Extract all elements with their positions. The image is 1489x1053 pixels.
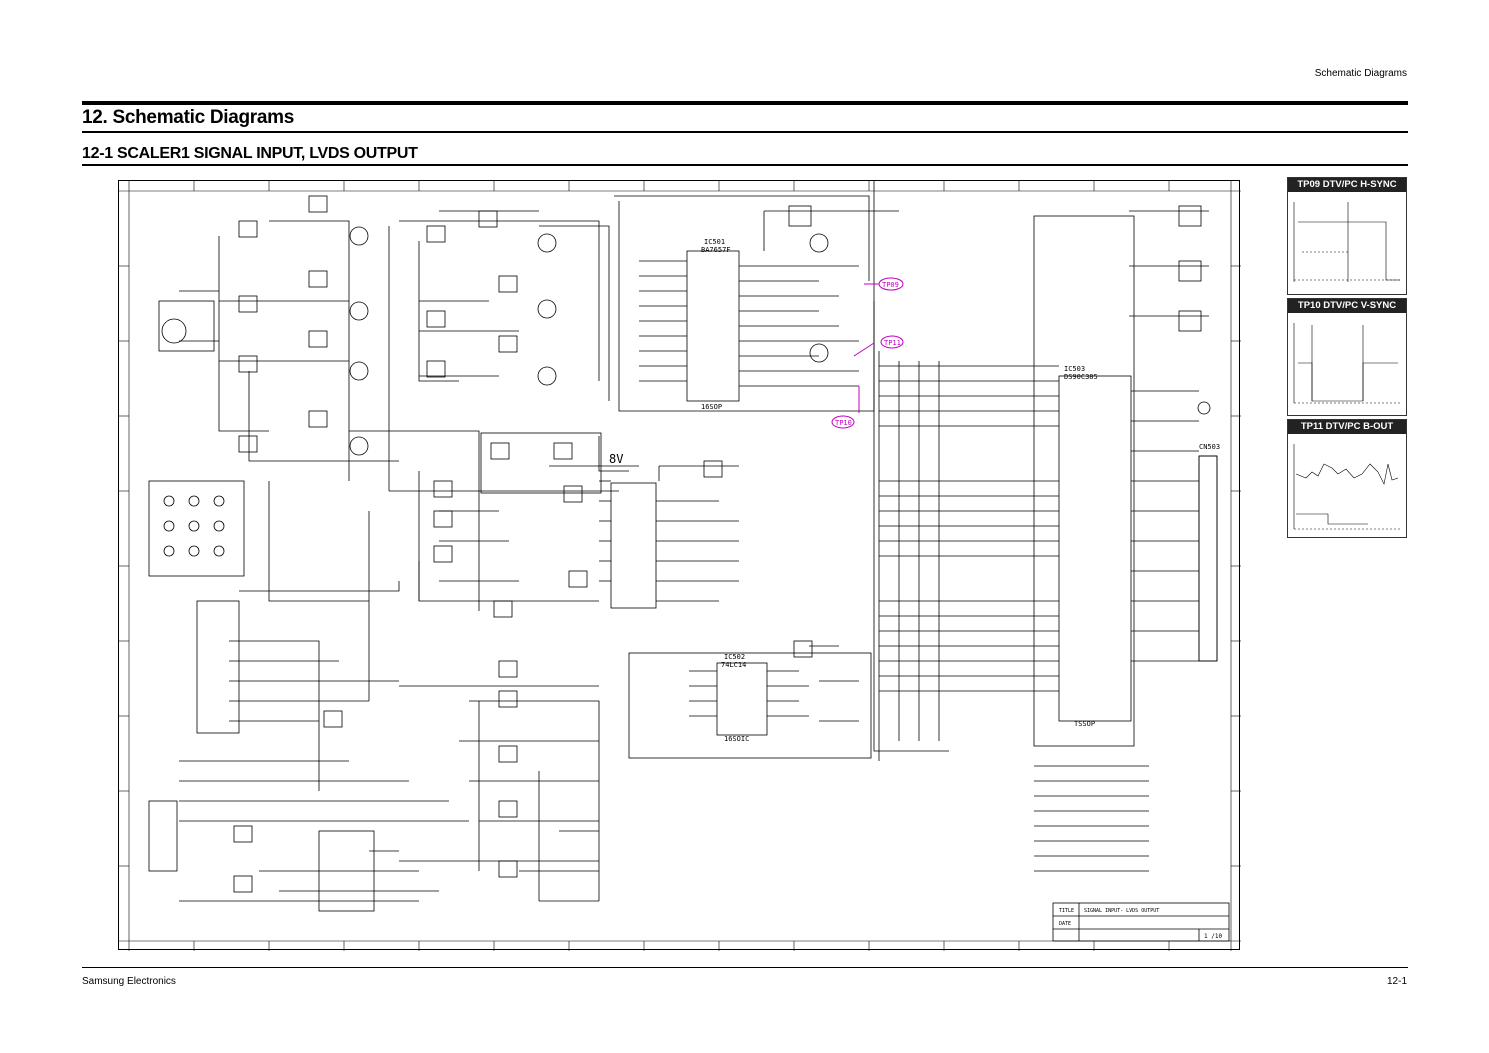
title-block-sheet: 1 /10 bbox=[1204, 933, 1222, 940]
ic501-part: BA7657F bbox=[701, 246, 731, 254]
schematic-sheet: IC501 BA7657F 16SOP IC502 74LC14 16SOIC … bbox=[118, 180, 1241, 951]
ic502-part: 74LC14 bbox=[721, 661, 746, 669]
ic503-pkg: TSSOP bbox=[1074, 720, 1095, 728]
scope-panel-title: TP11 DTV/PC B-OUT bbox=[1288, 420, 1406, 434]
ic503-part: DS90C385 bbox=[1064, 373, 1098, 381]
title-block-date-label: DATE bbox=[1059, 921, 1071, 927]
cn503-label: CN503 bbox=[1199, 443, 1220, 451]
scope-panel-tp10: TP10 DTV/PC V-SYNC bbox=[1287, 298, 1407, 416]
footer-page-number: 12-1 bbox=[1386, 976, 1407, 987]
section-rule bbox=[82, 164, 1408, 166]
tp10-label: TP10 bbox=[835, 419, 852, 427]
scope-panel-title: TP10 DTV/PC V-SYNC bbox=[1288, 299, 1406, 313]
scope-panel-title: TP09 DTV/PC H-SYNC bbox=[1288, 178, 1406, 192]
section-title: 12-1 SCALER1 SIGNAL INPUT, LVDS OUTPUT bbox=[82, 145, 418, 162]
ic502-pkg: 16SOIC bbox=[724, 735, 749, 743]
test-point-markers bbox=[831, 277, 904, 429]
components bbox=[148, 195, 1218, 912]
test-point-labels: TP09 TP11 TP10 bbox=[835, 281, 901, 427]
footer-company: Samsung Electronics bbox=[82, 976, 176, 987]
running-header: Schematic Diagrams bbox=[1314, 68, 1407, 79]
tp09-label: TP09 bbox=[882, 281, 899, 289]
footer-rule bbox=[82, 967, 1408, 968]
waveform-h-sync bbox=[1293, 202, 1400, 282]
header-rule bbox=[82, 101, 1408, 105]
ic502-label: IC502 bbox=[724, 653, 745, 661]
title-block-title-value: SIGNAL INPUT- LVDS OUTPUT bbox=[1084, 908, 1159, 914]
net-labels: IC501 BA7657F 16SOP IC502 74LC14 16SOIC … bbox=[609, 238, 1222, 940]
ic501-pkg: 16SOP bbox=[701, 403, 722, 411]
title-block-title-label: TITLE bbox=[1059, 908, 1074, 914]
voltage-8v-label: 8V bbox=[609, 452, 623, 466]
grid-ticks bbox=[119, 181, 1241, 951]
tp11-marker bbox=[880, 335, 904, 349]
chapter-title: 12. Schematic Diagrams bbox=[82, 107, 295, 128]
scope-panel-tp09: TP09 DTV/PC H-SYNC bbox=[1287, 177, 1407, 295]
wiring bbox=[179, 181, 1230, 942]
schematic-drawing: IC501 BA7657F 16SOP IC502 74LC14 16SOIC … bbox=[119, 181, 1241, 951]
waveform-b-out bbox=[1293, 444, 1400, 530]
waveform-v-sync bbox=[1293, 323, 1400, 404]
ic501-label: IC501 bbox=[704, 238, 725, 246]
scope-panel-tp11: TP11 DTV/PC B-OUT bbox=[1287, 419, 1407, 538]
tp11-label: TP11 bbox=[884, 339, 901, 347]
chapter-rule bbox=[82, 131, 1408, 133]
tp10-marker bbox=[831, 415, 855, 429]
ic503-label: IC503 bbox=[1064, 365, 1085, 373]
